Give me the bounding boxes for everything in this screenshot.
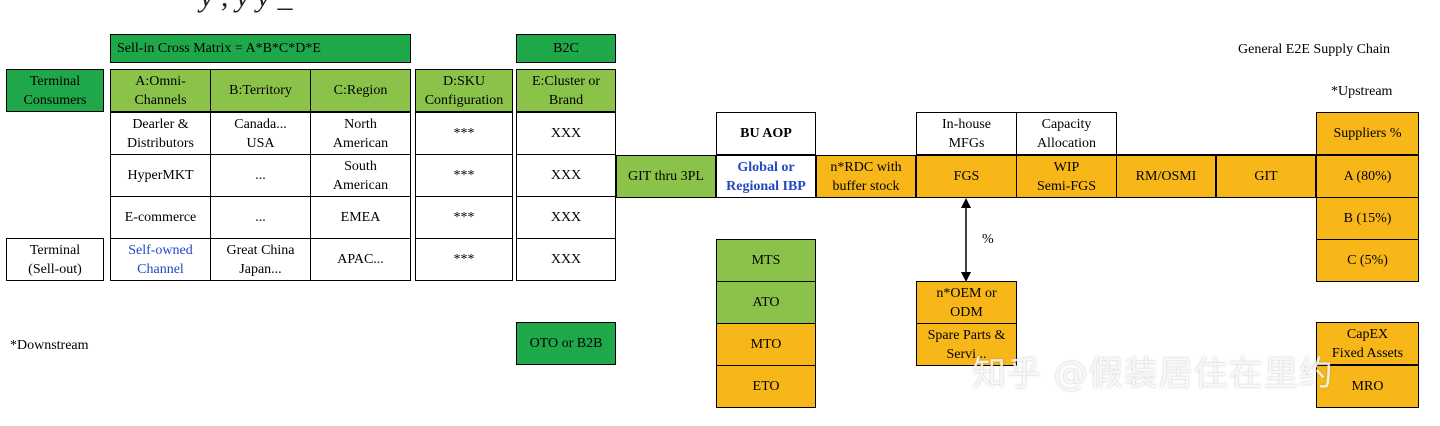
header-sku-configuration: D:SKU Configuration — [415, 69, 513, 112]
capacity-allocation: Capacity Allocation — [1016, 112, 1117, 155]
row3-sku: *** — [415, 196, 513, 239]
strategy-ato: ATO — [716, 281, 816, 324]
row1-region: North American — [310, 112, 411, 155]
row3-cluster: XXX — [516, 196, 616, 239]
row2-region: South American — [310, 154, 411, 197]
strategy-mto: MTO — [716, 323, 816, 366]
wip-semi-fgs: WIP Semi-FGS — [1016, 155, 1117, 198]
row2-cluster: XXX — [516, 154, 616, 197]
watermark-text: 知乎 @假装居住在里约 — [972, 354, 1334, 394]
row2-territory: ... — [210, 154, 311, 197]
row4-cluster: XXX — [516, 238, 616, 281]
header-cluster-brand: E:Cluster or Brand — [516, 69, 616, 112]
header-region: C:Region — [310, 69, 411, 112]
row1-territory: Canada... USA — [210, 112, 311, 155]
general-e2e-label: General E2E Supply Chain — [1238, 42, 1391, 57]
row2-sku: *** — [415, 154, 513, 197]
row2-channel: HyperMKT — [110, 154, 211, 197]
downstream-label: *Downstream — [10, 338, 89, 353]
supplier-b: B (15%) — [1316, 197, 1419, 240]
inhouse-mfgs: In-house MFGs — [916, 112, 1017, 155]
row4-channel: Self-owned Channel — [110, 238, 211, 281]
row1-sku: *** — [415, 112, 513, 155]
oem-odm: n*OEM or ODM — [916, 281, 1017, 324]
fgs: FGS — [916, 155, 1017, 198]
double-arrow-icon — [961, 198, 971, 282]
row4-region: APAC... — [310, 238, 411, 281]
terminal-sellout: Terminal (Sell-out) — [6, 238, 104, 281]
bu-aop: BU AOP — [716, 112, 816, 155]
strategy-eto: ETO — [716, 365, 816, 408]
header-omni-channels: A:Omni- Channels — [110, 69, 211, 112]
row1-cluster: XXX — [516, 112, 616, 155]
row4-territory: Great China Japan... — [210, 238, 311, 281]
suppliers-header: Suppliers % — [1316, 112, 1419, 155]
row3-channel: E-commerce — [110, 196, 211, 239]
top-title-partial: y , y y _ — [200, 0, 292, 14]
capex-fixed-assets: CapEX Fixed Assets — [1316, 322, 1419, 365]
rm-osmi: RM/OSMI — [1116, 155, 1216, 198]
global-regional-ibp: Global or Regional IBP — [716, 155, 816, 198]
rdc-buffer-stock: n*RDC with buffer stock — [816, 155, 916, 198]
supplier-a: A (80%) — [1316, 155, 1419, 198]
row3-region: EMEA — [310, 196, 411, 239]
percent-label: % — [982, 232, 994, 247]
row1-channel: Dearler & Distributors — [110, 112, 211, 155]
git-thru-3pl: GIT thru 3PL — [616, 155, 716, 198]
row3-territory: ... — [210, 196, 311, 239]
b2c-label: B2C — [516, 34, 616, 63]
spare-parts-service: Spare Parts & Servi... — [916, 323, 1017, 366]
upstream-label: *Upstream — [1331, 84, 1393, 99]
mro: MRO — [1316, 365, 1419, 408]
chain-top-line — [1116, 154, 1316, 155]
supplier-c: C (5%) — [1316, 239, 1419, 282]
row4-sku: *** — [415, 238, 513, 281]
header-territory: B:Territory — [210, 69, 311, 112]
git: GIT — [1216, 155, 1316, 198]
terminal-consumers: Terminal Consumers — [6, 69, 104, 112]
cross-matrix-title: Sell-in Cross Matrix = A*B*C*D*E — [110, 34, 411, 63]
strategy-mts: MTS — [716, 239, 816, 282]
oto-b2b-label: OTO or B2B — [516, 322, 616, 365]
